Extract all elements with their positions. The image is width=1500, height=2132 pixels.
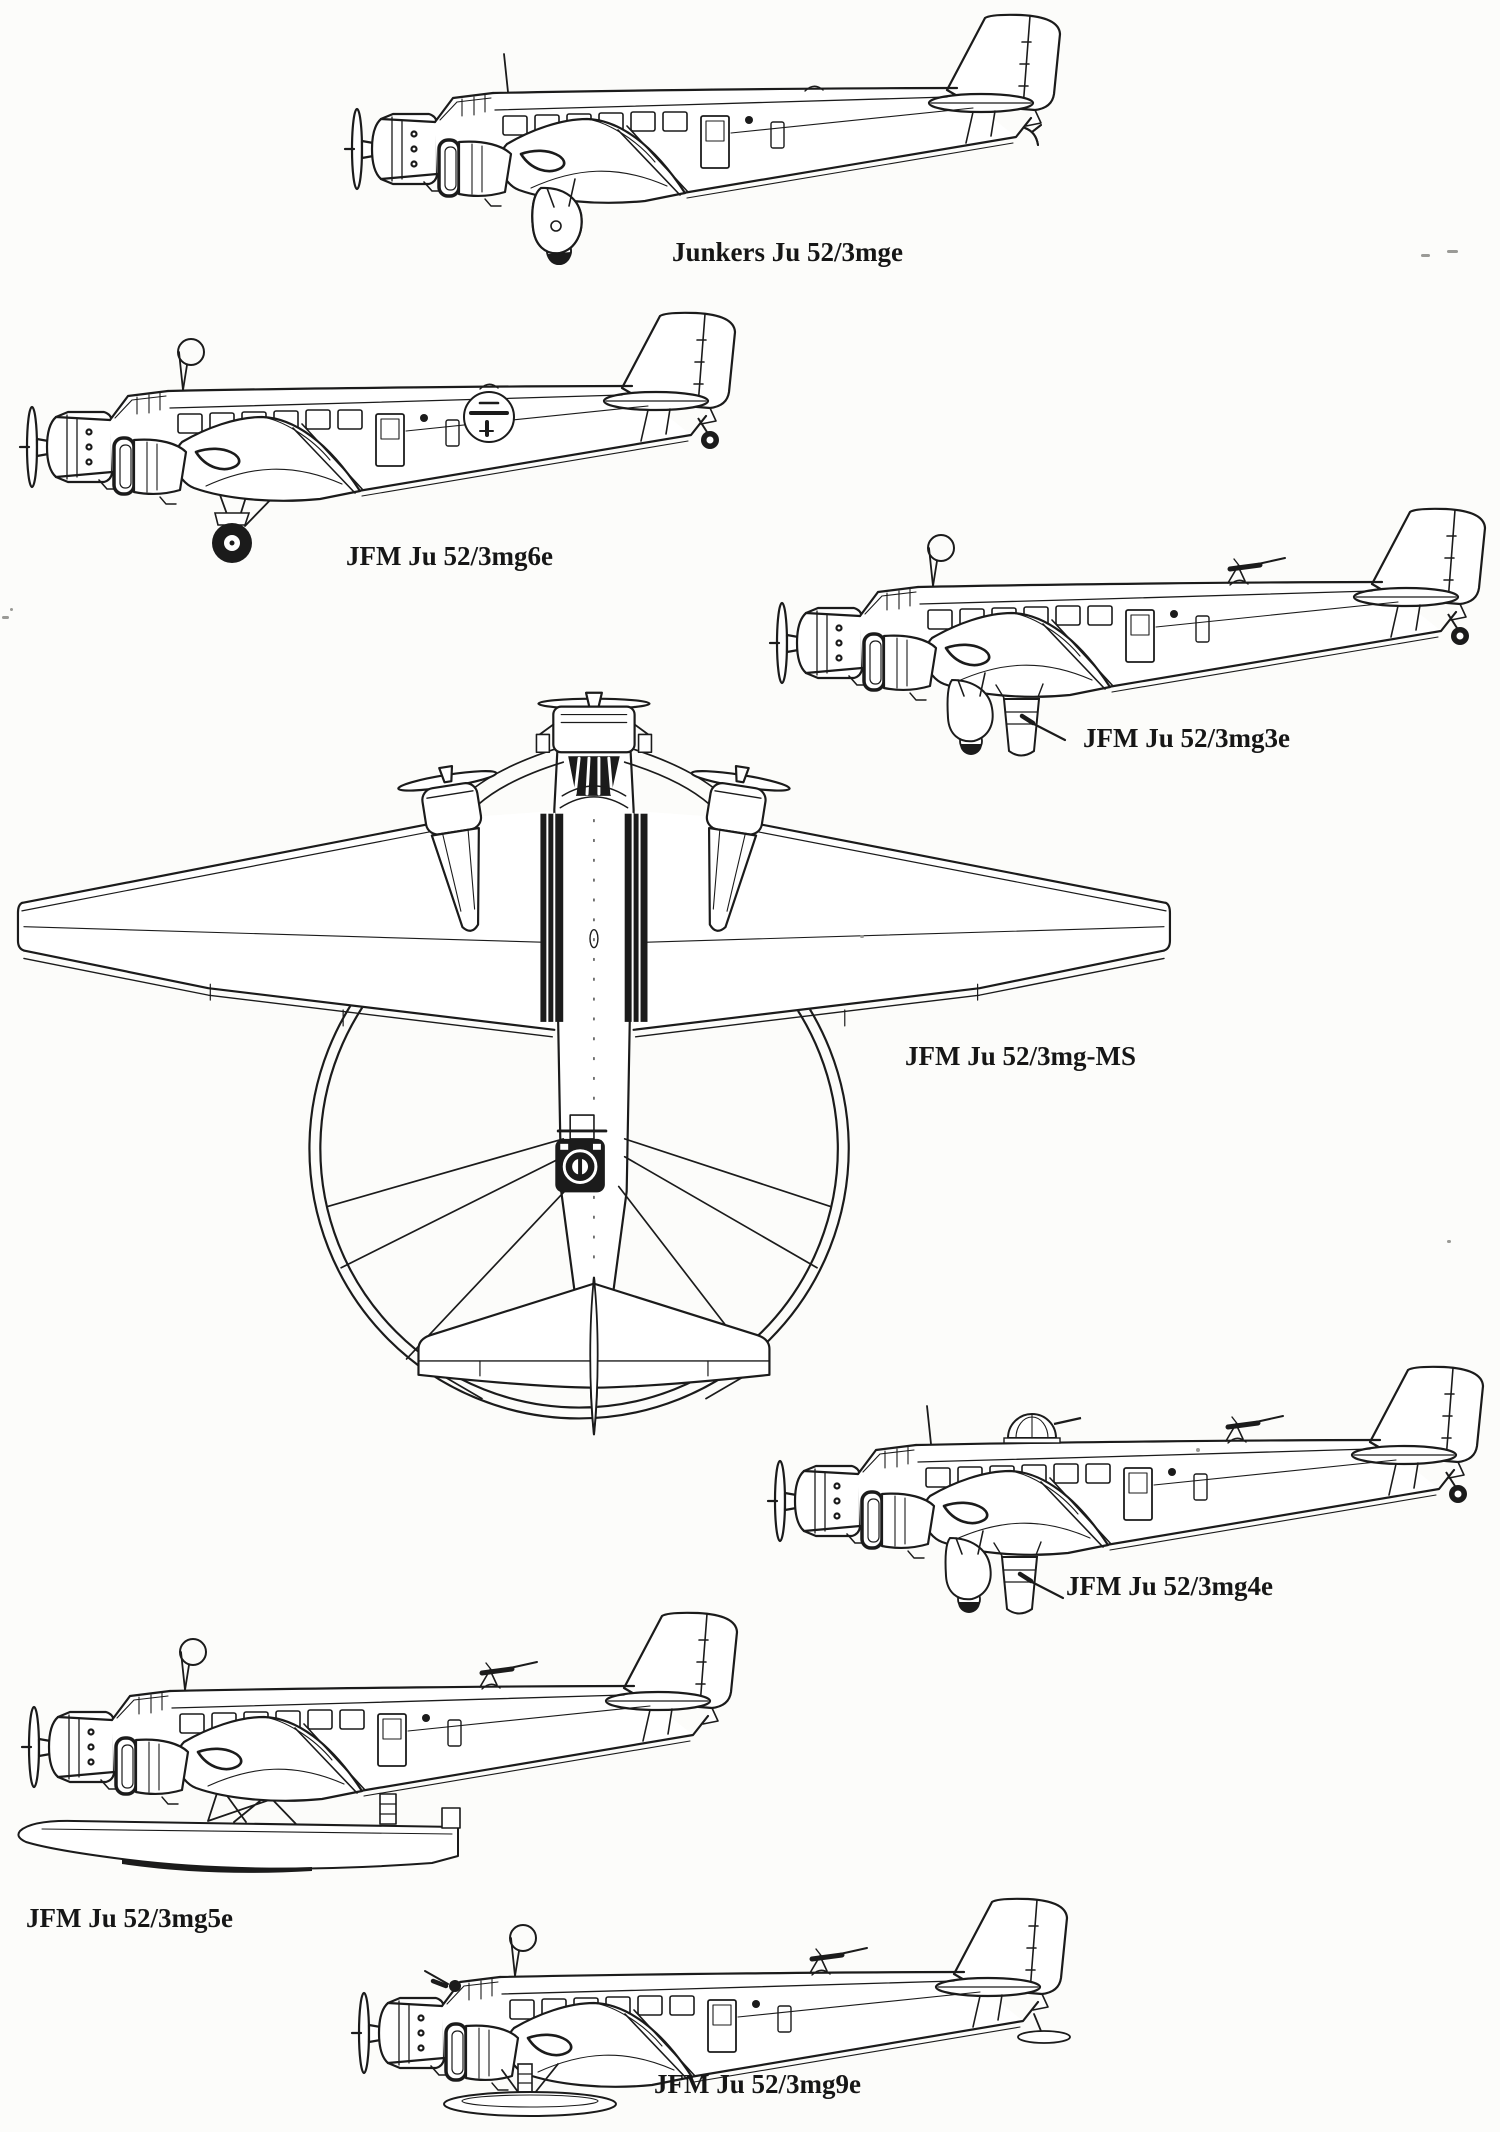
figure-ju52-3mg5e <box>12 1600 772 1910</box>
figure-caption: JFM Ju 52/3mg3e <box>1083 723 1290 753</box>
ju52-3mge-drawing <box>343 13 1062 267</box>
figure-caption: JFM Ju 52/3mg5e <box>26 1903 233 1933</box>
ju52-3mg6e-drawing <box>18 311 737 564</box>
figure-caption: Junkers Ju 52/3mge <box>672 237 904 267</box>
scan-speck <box>2 616 9 619</box>
scan-speck <box>1196 1448 1200 1452</box>
scan-speck <box>1447 1240 1451 1243</box>
figure-ju52-3mge <box>335 2 1075 267</box>
ju52-3mg5e-drawing <box>17 1611 739 1874</box>
scan-speck <box>860 935 864 938</box>
figure-caption: JFM Ju 52/3mg6e <box>346 541 553 571</box>
scan-speck <box>10 608 13 611</box>
figure-caption: JFM Ju 52/3mg4e <box>1066 1571 1273 1601</box>
ju52-3mg4e-drawing <box>766 1365 1485 1599</box>
figure-caption: JFM Ju 52/3mg-MS <box>905 1041 1136 1071</box>
figure-caption: JFM Ju 52/3mg9e <box>654 2069 861 2099</box>
scan-speck <box>1447 250 1458 253</box>
scan-speck <box>1421 254 1430 257</box>
figure-ju52-3mg6e <box>10 300 750 564</box>
figure-ju52-3mg4e <box>758 1354 1498 1599</box>
